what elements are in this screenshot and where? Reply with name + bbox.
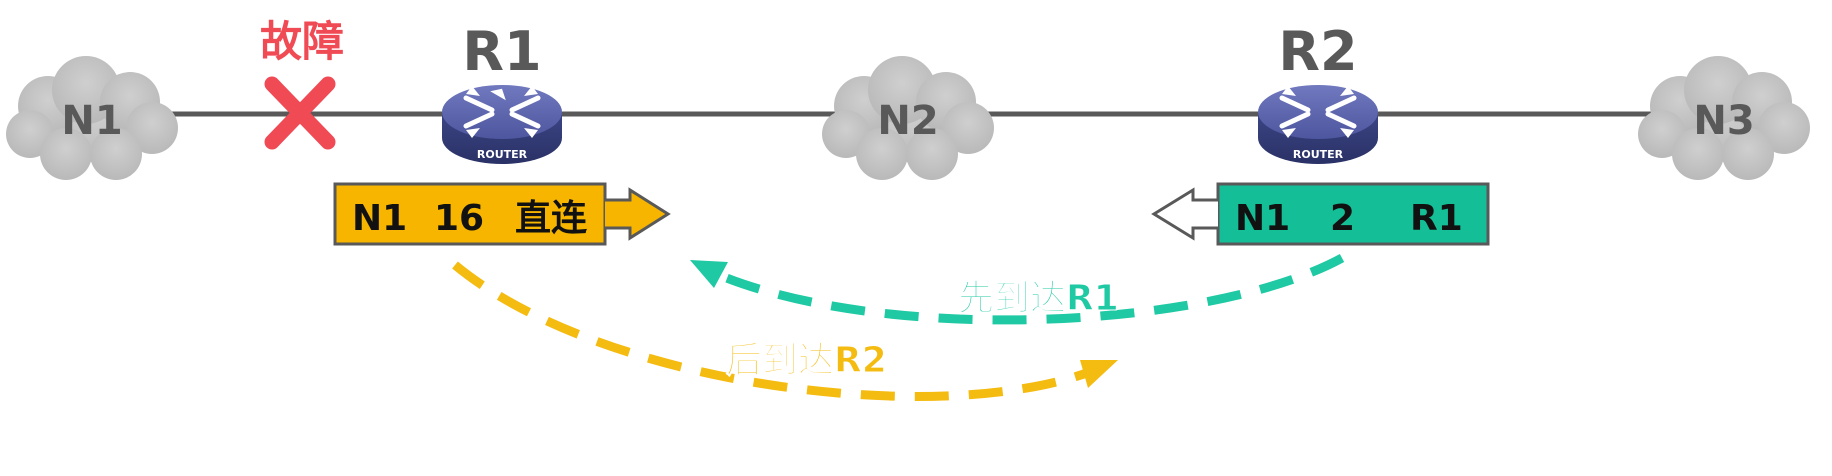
router-icon: ROUTER xyxy=(1258,85,1378,164)
arc-first-arrival: 先到达R1 xyxy=(690,254,1345,325)
network-cloud-n3: N3 xyxy=(1638,56,1810,180)
fault-x-icon xyxy=(264,76,336,150)
router-r2: R2 ROUTER xyxy=(1258,20,1378,164)
route-entry-r2-nexthop: R1 xyxy=(1410,198,1463,239)
arc-second-label: 后到达R2 xyxy=(726,340,887,381)
network-cloud-n1: N1 xyxy=(6,56,178,180)
route-entry-r2-metric: 2 xyxy=(1330,198,1355,239)
route-entry-r1-nexthop: 直连 xyxy=(515,198,587,239)
router-name-r1: R1 xyxy=(462,20,541,83)
route-entry-r1-network: N1 xyxy=(352,198,407,239)
network-label-n2: N2 xyxy=(877,98,938,144)
fault-marker: 故障 xyxy=(260,17,344,150)
router-badge-r2: ROUTER xyxy=(1293,148,1344,161)
route-entry-r2-network: N1 xyxy=(1235,198,1290,239)
router-icon: ROUTER xyxy=(442,85,562,164)
fault-label: 故障 xyxy=(260,17,344,66)
router-r1: R1 ROUTER xyxy=(442,20,562,164)
arc-first-label: 先到达R1 xyxy=(958,278,1119,319)
network-cloud-n2: N2 xyxy=(822,56,994,180)
network-label-n1: N1 xyxy=(61,98,122,144)
route-entry-r1-metric: 16 xyxy=(434,198,484,239)
arc-second-arrival: 后到达R2 xyxy=(452,261,1118,401)
router-badge-r1: ROUTER xyxy=(477,148,528,161)
router-name-r2: R2 xyxy=(1278,20,1357,83)
route-entry-r1: N1 16 直连 xyxy=(333,182,671,246)
route-entry-r2: N1 2 R1 xyxy=(1151,182,1490,246)
network-label-n3: N3 xyxy=(1693,98,1754,144)
